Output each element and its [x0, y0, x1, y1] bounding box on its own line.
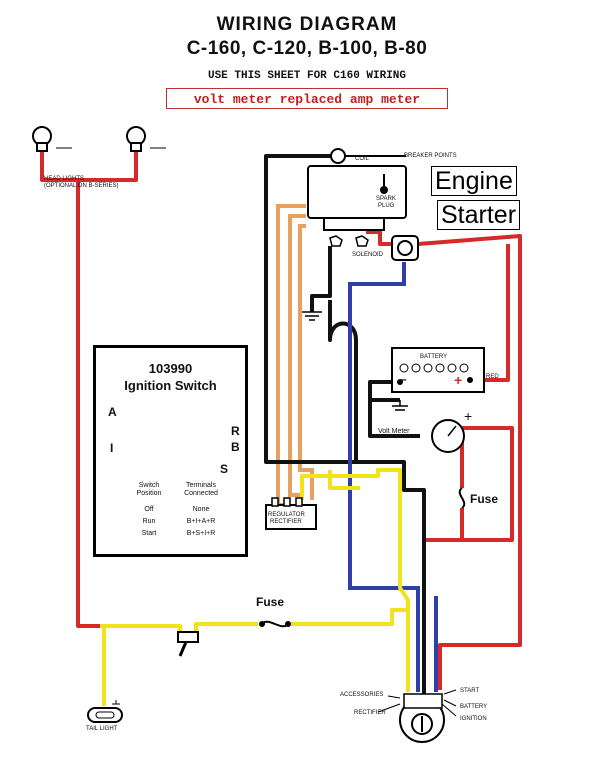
ignition-switch-panel: 103990 Ignition Switch [93, 345, 248, 557]
black-wire-top [264, 154, 338, 464]
volt-meter-label: Volt Meter [378, 428, 410, 435]
regulator-rectifier [265, 497, 317, 530]
fuse-right-label: Fuse [470, 492, 499, 506]
headlights-label: HEAD LIGHTS [44, 176, 85, 182]
table-col2-header-1: Terminals [186, 482, 216, 489]
breaker-points-label: BREAKER POINTS [404, 153, 457, 159]
diagram-models: C-160, C-120, B-100, B-80 [186, 38, 428, 59]
headlight-right [126, 126, 166, 152]
volt-meter [431, 419, 465, 453]
headlight-left [32, 126, 72, 152]
engine-label: Engine [431, 166, 517, 196]
red-wire-voltmeter [426, 426, 514, 542]
terminal-i: I [110, 441, 114, 455]
table-row-connected: B+I+A+R [186, 518, 216, 525]
engine-housing [307, 148, 407, 219]
table-col1-header-2: Position [136, 490, 162, 497]
red-label: RED [486, 374, 499, 380]
battery-label: BATTERY [420, 354, 448, 360]
red-wire-battery-main [417, 234, 522, 690]
ignition-label: IGNITION [460, 716, 487, 722]
ignition-switch-title: Ignition Switch [124, 378, 217, 393]
blue-wires [348, 262, 438, 692]
terminal-a: A [108, 405, 117, 419]
orange-wire-3 [298, 224, 314, 500]
black-wires [264, 154, 426, 700]
ignition-part-number: 103990 [148, 361, 193, 376]
headlights-note: (OPTIONAL ON B-SERIES) [44, 183, 119, 189]
yellow-wire-main [100, 624, 106, 706]
regulator-label-2: RECTIFIER [270, 519, 302, 525]
ground-symbol-engine [302, 311, 322, 321]
table-row-position: Off [144, 506, 154, 513]
black-wire-loop [328, 300, 358, 462]
black-wire-battery-neg [368, 380, 400, 402]
table-row-position: Run [142, 518, 156, 525]
table-row-connected: None [192, 506, 210, 513]
yellow-wire-reg [300, 468, 410, 692]
red-wire-headlights [40, 150, 138, 182]
starter-housing [323, 217, 385, 247]
yellow-wire-reg2 [328, 470, 360, 490]
ground-symbol-battery [392, 400, 408, 411]
fuse-right-symbol [456, 487, 468, 509]
table-col2-header-2: Connected [184, 490, 218, 497]
starter-label: Starter [437, 200, 521, 230]
coil-label: COIL [355, 156, 370, 162]
table-row-position: Start [141, 530, 157, 537]
battery-plus: + [454, 372, 463, 388]
black-wire-meter [368, 400, 420, 438]
light-switch [177, 631, 199, 657]
callout-note: volt meter replaced amp meter [166, 88, 448, 109]
terminal-r: R [231, 424, 240, 438]
table-col1-header-1: Switch [138, 482, 160, 489]
terminal-b: B [231, 440, 240, 454]
black-wire-ground-down [310, 246, 332, 312]
battery-term-label: BATTERY [460, 704, 488, 710]
orange-wire-2 [288, 214, 306, 497]
solenoid [391, 235, 419, 261]
battery-minus: – [400, 372, 407, 386]
spark-plug-label-2: PLUG [378, 203, 395, 209]
volt-meter-plus: + [464, 408, 473, 424]
yellow-wire-fuse [290, 608, 410, 626]
rectifier-label: RECTIFIER [354, 710, 386, 716]
spark-plug-label-1: SPARK [376, 196, 396, 202]
tail-light-label: TAIL LIGHT [86, 726, 118, 732]
table-row-connected: B+S+I+R [186, 530, 216, 537]
fuse-mid-symbol [259, 620, 291, 628]
red-wire-headlight-feed [76, 180, 100, 628]
black-wire-mid [290, 460, 426, 700]
key-switch [377, 689, 457, 743]
red-wire-solenoid [366, 230, 394, 246]
accessories-label: ACCESSORIES [340, 692, 384, 698]
tail-light [87, 700, 123, 723]
solenoid-label: SOLENOID [352, 252, 384, 258]
regulator-label-1: REGULATOR [268, 512, 305, 518]
fuse-mid-label: Fuse [256, 595, 285, 609]
start-label: START [460, 688, 480, 694]
blue-wire-solenoid [348, 262, 420, 692]
terminal-s: S [220, 462, 229, 476]
diagram-title: WIRING DIAGRAM [216, 14, 398, 35]
battery [391, 347, 485, 393]
diagram-note: USE THIS SHEET FOR C160 WIRING [207, 70, 407, 82]
